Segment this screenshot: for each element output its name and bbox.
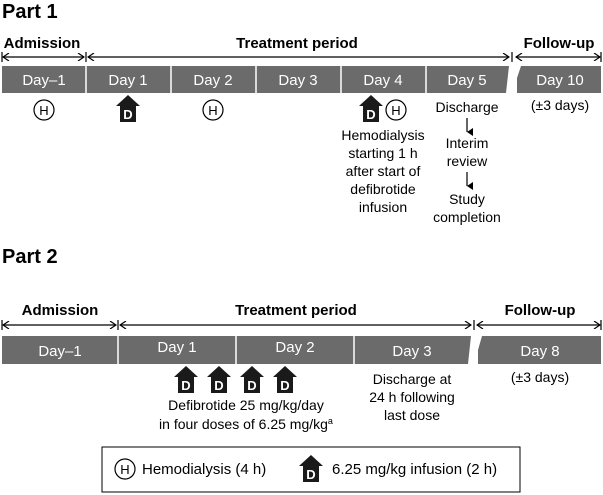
part1-hemodialysis-note: Hemodialysis starting 1 h after start of… — [341, 127, 424, 215]
part2-phase-arrows — [1, 320, 602, 330]
part2-day-minus1: Day–1 — [38, 343, 81, 360]
svg-text:D: D — [123, 107, 132, 122]
part2-title: Part 2 — [2, 246, 58, 268]
part2-discharge-note: Discharge at 24 h following last dose — [369, 371, 455, 423]
hemodialysis-icon: H — [114, 458, 136, 480]
svg-text:D: D — [181, 378, 190, 393]
part1-day-minus1: Day–1 — [22, 72, 65, 89]
part1-day-bar — [2, 66, 601, 93]
infusion-icon: D — [207, 366, 231, 393]
part2-admission-label: Admission — [22, 302, 99, 319]
svg-text:H: H — [391, 103, 400, 118]
part2-dose-note-line2: in four doses of 6.25 mg/kga — [159, 416, 333, 432]
svg-text:starting 1 h: starting 1 h — [348, 145, 417, 161]
svg-text:Discharge at: Discharge at — [373, 371, 452, 387]
infusion-icon: D — [273, 366, 297, 393]
svg-text:H: H — [39, 103, 48, 118]
part1-followup-label: Follow-up — [524, 35, 595, 52]
interim-review-label: Interim — [446, 135, 489, 151]
part1-phase-arrows — [1, 52, 602, 62]
legend-infusion-label: 6.25 mg/kg infusion (2 h) — [332, 461, 497, 478]
part1-day4: Day 4 — [363, 72, 402, 89]
part2-day3: Day 3 — [392, 343, 431, 360]
part1-day1: Day 1 — [108, 72, 147, 89]
part1-day3: Day 3 — [278, 72, 317, 89]
part2-treatment-label: Treatment period — [235, 302, 357, 319]
svg-text:last dose: last dose — [384, 407, 440, 423]
part1-day10: Day 10 — [536, 72, 584, 89]
svg-text:defibrotide: defibrotide — [350, 181, 416, 197]
part2-day1: Day 1 — [157, 339, 196, 356]
part1-followup-window: (±3 days) — [531, 97, 589, 113]
part2-followup-window: (±3 days) — [511, 369, 569, 385]
part1-admission-label: Admission — [4, 35, 81, 52]
part2-day-bar — [2, 336, 601, 364]
part1-day5: Day 5 — [447, 72, 486, 89]
svg-text:H: H — [208, 103, 217, 118]
svg-text:completion: completion — [433, 209, 501, 225]
svg-text:Hemodialysis: Hemodialysis — [341, 127, 424, 143]
part2-day2: Day 2 — [275, 339, 314, 356]
infusion-icon: D — [299, 455, 323, 482]
svg-text:D: D — [214, 378, 223, 393]
svg-text:after start of: after start of — [346, 163, 421, 179]
hemodialysis-icon: H — [33, 99, 55, 121]
svg-text:H: H — [120, 462, 129, 477]
hemodialysis-icon: H — [385, 99, 407, 121]
part2-day8: Day 8 — [520, 343, 559, 360]
part2-dose-note-line1: Defibrotide 25 mg/kg/day — [168, 397, 324, 413]
part1-treatment-label: Treatment period — [236, 35, 358, 52]
infusion-icon: D — [359, 95, 383, 122]
legend-hemodialysis-label: Hemodialysis (4 h) — [142, 461, 266, 478]
legend: H Hemodialysis (4 h) D 6.25 mg/kg infusi… — [101, 446, 521, 493]
discharge-label: Discharge — [435, 99, 498, 115]
part1-discharge-flow: Discharge Interim review Study completio… — [433, 99, 501, 225]
infusion-icon: D — [116, 95, 140, 122]
hemodialysis-icon: H — [202, 99, 224, 121]
infusion-icon: D — [174, 366, 198, 393]
svg-text:infusion: infusion — [359, 199, 407, 215]
study-completion-label: Study — [449, 191, 485, 207]
part1-title: Part 1 — [2, 1, 58, 23]
svg-text:review: review — [447, 153, 488, 169]
svg-text:D: D — [306, 467, 315, 482]
svg-text:D: D — [280, 378, 289, 393]
part1-day2: Day 2 — [193, 72, 232, 89]
svg-text:24 h following: 24 h following — [369, 389, 455, 405]
svg-text:D: D — [366, 107, 375, 122]
infusion-icon: D — [240, 366, 264, 393]
footnote-marker: a — [328, 416, 333, 426]
part2-followup-label: Follow-up — [505, 302, 576, 319]
svg-text:D: D — [247, 378, 256, 393]
